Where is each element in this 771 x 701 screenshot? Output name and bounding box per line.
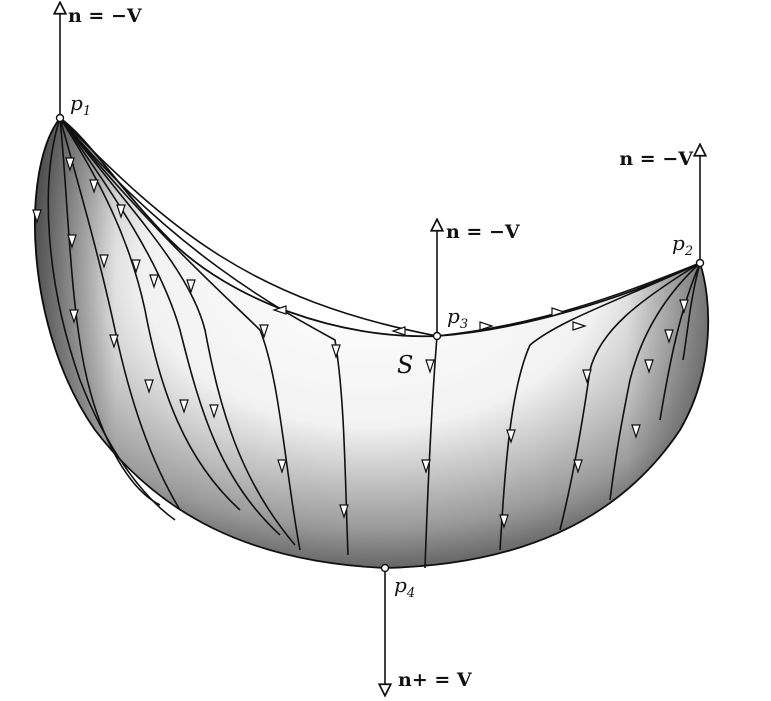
point-p2 bbox=[695, 258, 705, 268]
point-label-sub: 3 bbox=[460, 317, 468, 332]
flow-line bbox=[609, 262, 701, 501]
flow-arrow bbox=[179, 399, 189, 414]
point-label-base: p bbox=[447, 304, 460, 328]
flow-arrow bbox=[506, 429, 516, 444]
flow-arrow bbox=[421, 459, 431, 474]
flow-line bbox=[436, 262, 701, 337]
flow-arrow bbox=[186, 279, 196, 294]
flow-line bbox=[59, 117, 241, 511]
flow-arrow bbox=[572, 321, 587, 331]
point-label-base: p bbox=[672, 231, 685, 255]
flow-line bbox=[59, 117, 181, 511]
flow-arrows bbox=[32, 157, 689, 529]
flow-arrow bbox=[109, 334, 119, 349]
flow-line bbox=[59, 117, 438, 337]
flow-arrow bbox=[679, 299, 689, 314]
point-label-p4: p4 bbox=[394, 573, 415, 601]
flow-arrow bbox=[425, 359, 435, 374]
surface-label: S bbox=[397, 351, 413, 379]
point-label-p2: p2 bbox=[672, 231, 693, 259]
point-p3 bbox=[432, 331, 442, 341]
flow-arrow bbox=[339, 504, 349, 519]
point-label-p1: p1 bbox=[70, 91, 91, 119]
point-label-base: p bbox=[70, 91, 83, 115]
flow-arrow bbox=[582, 369, 592, 384]
flow-arrow bbox=[277, 459, 287, 474]
flow-arrow bbox=[331, 344, 341, 359]
flow-arrow bbox=[67, 234, 77, 249]
vector-label-p3: n = −V bbox=[446, 221, 521, 243]
flow-arrow bbox=[69, 309, 79, 324]
flow-arrow bbox=[149, 274, 159, 289]
flow-lines-from-p3 bbox=[424, 335, 438, 569]
flow-arrow bbox=[116, 204, 126, 219]
flow-arrow bbox=[144, 379, 154, 394]
flow-line bbox=[424, 335, 438, 569]
flow-arrow bbox=[272, 305, 287, 315]
flow-line bbox=[659, 262, 701, 421]
point-label-sub: 1 bbox=[83, 104, 91, 119]
flow-line bbox=[682, 262, 701, 361]
point-label-base: p bbox=[394, 573, 407, 597]
point-label-sub: 2 bbox=[684, 244, 693, 259]
flow-arrow bbox=[499, 514, 509, 529]
flow-arrow bbox=[89, 179, 99, 194]
vector-label-p4: n+ = V bbox=[398, 669, 473, 691]
flow-arrow bbox=[259, 324, 269, 339]
point-p1 bbox=[55, 113, 65, 123]
flow-line bbox=[59, 117, 161, 506]
flow-arrow bbox=[644, 359, 654, 374]
flow-arrow bbox=[131, 259, 141, 274]
flow-arrow bbox=[391, 326, 406, 336]
flow-arrow bbox=[32, 209, 42, 224]
vector-label-p2: n = −V bbox=[619, 148, 694, 170]
flow-arrow bbox=[65, 157, 75, 172]
point-p4 bbox=[380, 563, 390, 573]
flow-arrow bbox=[664, 329, 674, 344]
flow-line bbox=[59, 117, 349, 556]
flow-arrow bbox=[631, 424, 641, 439]
surface-rim-shadow bbox=[34, 118, 709, 568]
flow-arrow bbox=[209, 404, 219, 419]
flow-lines-from-p1 bbox=[47, 117, 438, 556]
point-label-p3: p3 bbox=[447, 304, 468, 332]
flow-line bbox=[59, 117, 296, 546]
flow-arrow bbox=[551, 307, 566, 317]
vector-label-p1: n = −V bbox=[68, 5, 143, 27]
flow-line bbox=[59, 117, 301, 551]
point-label-sub: 4 bbox=[406, 586, 415, 601]
flow-arrow bbox=[573, 459, 583, 474]
normal-vectors bbox=[60, 8, 700, 690]
critical-points bbox=[55, 113, 705, 573]
flow-arrow bbox=[479, 321, 494, 331]
flow-arrow bbox=[99, 254, 109, 269]
flow-line bbox=[499, 262, 701, 551]
flow-line bbox=[47, 117, 176, 521]
flow-line bbox=[59, 117, 281, 536]
